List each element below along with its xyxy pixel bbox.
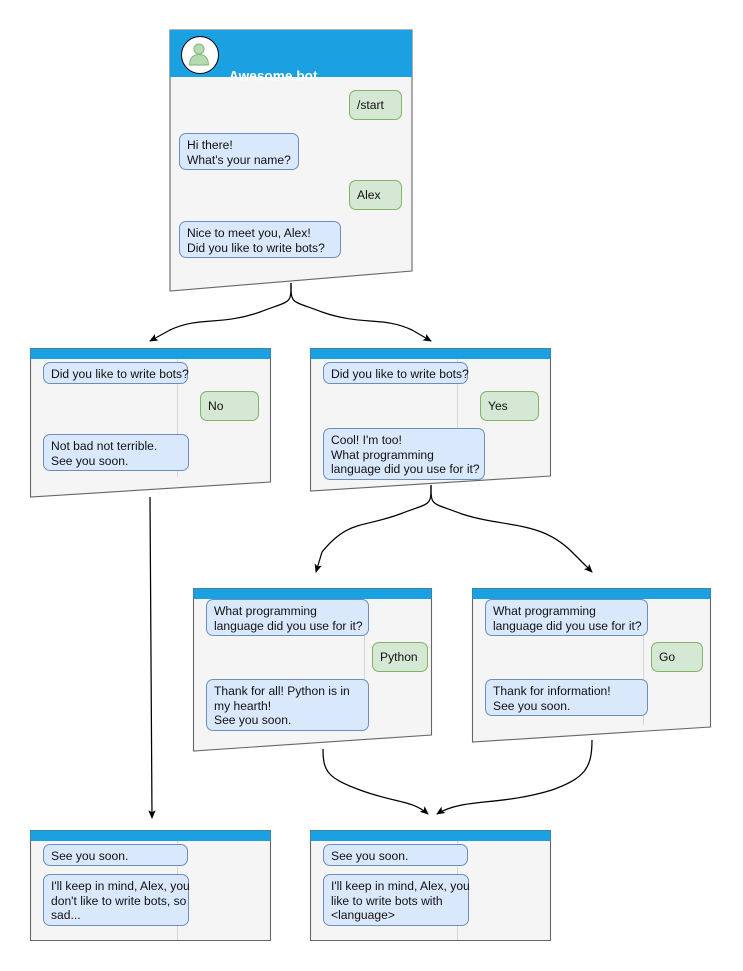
window-title: Awesome bot [229, 68, 318, 84]
chat-window-go[interactable]: What programming language did you use fo… [471, 587, 712, 744]
connector-yes-to-python [314, 484, 432, 573]
chat-window-no[interactable]: Did you like to write bots? No Not bad n… [29, 347, 272, 499]
message-bubble-bot[interactable]: Nice to meet you, Alex! Did you like to … [179, 221, 341, 258]
window-divider [177, 359, 178, 477]
message-bubble-bot[interactable]: I'll keep in mind, Alex, you don't like … [43, 874, 190, 926]
message-bubble-user[interactable]: No [200, 391, 259, 421]
person-avatar-icon [181, 36, 219, 74]
message-bubble-bot[interactable]: Cool! I'm too! What programming language… [323, 428, 485, 480]
message-bubble-bot[interactable]: What programming language did you use fo… [485, 599, 648, 636]
message-bubble-bot[interactable]: What programming language did you use fo… [206, 599, 369, 636]
connector-go-to-end-happy [436, 739, 593, 815]
message-bubble-bot[interactable]: Did you like to write bots? [323, 362, 469, 384]
message-bubble-bot[interactable]: See you soon. [323, 844, 468, 866]
chat-window-end-sad[interactable]: See you soon. I'll keep in mind, Alex, y… [29, 829, 272, 942]
chat-window-root[interactable]: Awesome bot /start Hi there! What's your… [168, 28, 414, 293]
connector-yes-to-go [430, 484, 593, 573]
message-bubble-bot[interactable]: Thank for information! See you soon. [485, 679, 648, 716]
message-bubble-bot[interactable]: Not bad not terrible. See you soon. [43, 434, 189, 471]
message-bubble-user[interactable]: Alex [349, 180, 402, 210]
message-bubble-bot[interactable]: Thank for all! Python is in my hearth! S… [206, 679, 369, 731]
message-bubble-user[interactable]: Python [372, 642, 428, 672]
message-bubble-user[interactable]: /start [349, 90, 402, 120]
message-bubble-bot[interactable]: Did you like to write bots? [43, 362, 189, 384]
chat-window-end-happy[interactable]: See you soon. I'll keep in mind, Alex, y… [309, 829, 552, 942]
window-divider [457, 359, 458, 471]
connector-python-to-end-happy [322, 748, 429, 815]
message-bubble-bot[interactable]: See you soon. [43, 844, 188, 866]
chat-window-python[interactable]: What programming language did you use fo… [192, 587, 433, 753]
window-divider [643, 599, 644, 725]
message-bubble-user[interactable]: Yes [480, 391, 539, 421]
connector-no-to-end-sad [148, 496, 156, 819]
message-bubble-bot[interactable]: Hi there! What's your name? [179, 133, 299, 170]
message-bubble-bot[interactable]: I'll keep in mind, Alex, you like to wri… [323, 874, 470, 926]
chat-window-yes[interactable]: Did you like to write bots? Yes Cool! I'… [309, 347, 552, 493]
message-bubble-user[interactable]: Go [651, 642, 703, 672]
window-divider [364, 599, 365, 731]
